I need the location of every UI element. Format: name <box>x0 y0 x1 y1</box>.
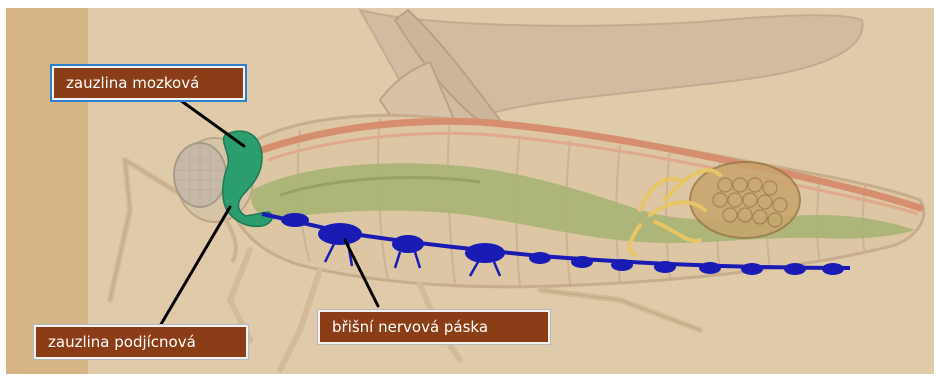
thoracic-ganglion-3 <box>392 235 424 253</box>
label-ventral-nerve-cord: břišní nervová páska <box>318 310 550 344</box>
abdominal-ganglion-7 <box>741 263 763 275</box>
abdominal-ganglion-8 <box>784 263 806 275</box>
thoracic-ganglion-2 <box>318 223 362 245</box>
left-band <box>6 8 88 374</box>
abdominal-ganglion-4 <box>611 259 633 271</box>
abdominal-ganglion-5 <box>654 261 676 273</box>
label-brain-ganglion[interactable]: zauzlina mozková <box>52 66 245 100</box>
label-subesophageal-ganglion: zauzlina podjícnová <box>34 325 248 359</box>
thoracic-ganglion-1 <box>281 213 309 227</box>
abdominal-ganglion-6 <box>699 262 721 274</box>
abdominal-ganglion-9 <box>822 263 844 275</box>
reproductive-organs <box>690 162 800 238</box>
abdominal-ganglion-3 <box>571 256 593 268</box>
abdominal-ganglion-1 <box>465 243 505 263</box>
abdominal-ganglion-2 <box>529 252 551 264</box>
